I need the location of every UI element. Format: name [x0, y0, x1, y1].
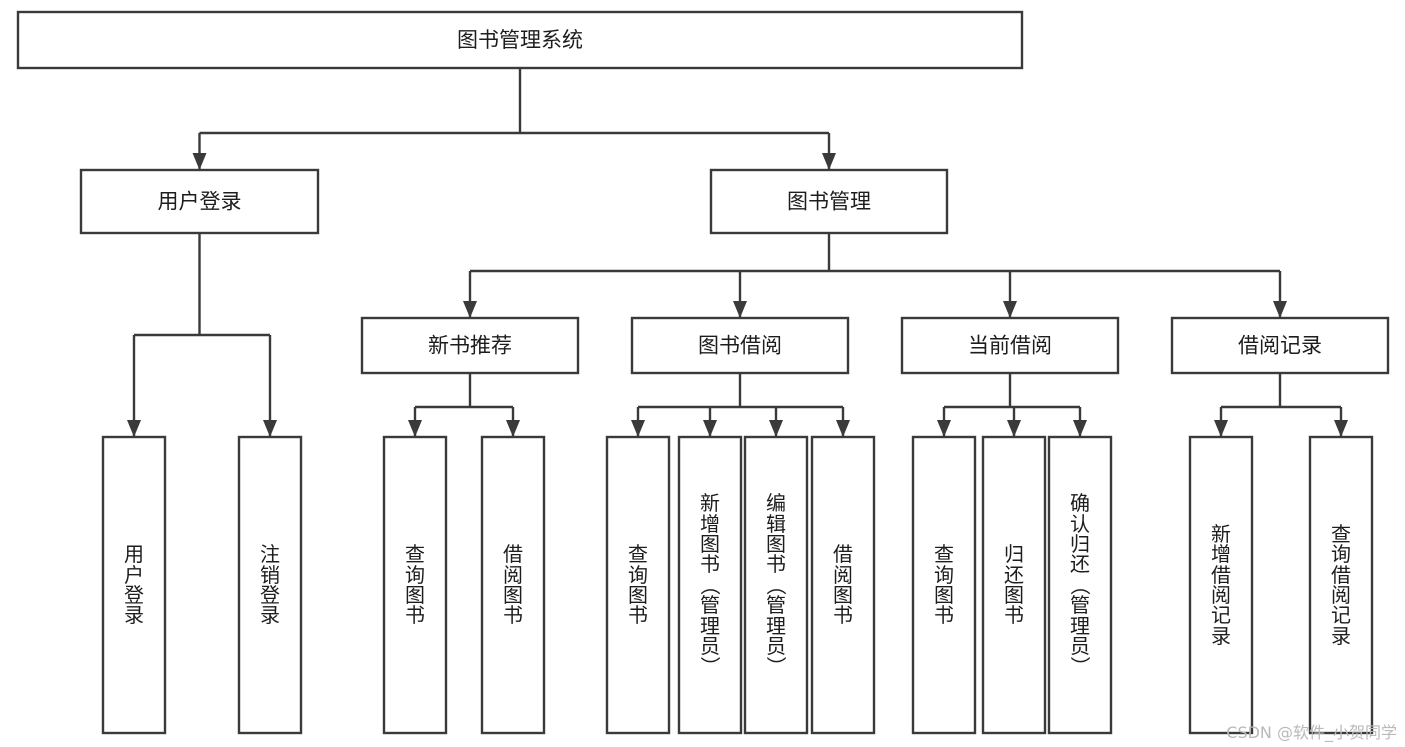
- arrow-head-icon: [1007, 420, 1021, 437]
- node-label: 用户登录: [158, 190, 242, 214]
- node-图书借阅[interactable]: 图书借阅: [630, 316, 850, 375]
- arrow-head-icon: [1214, 420, 1228, 437]
- node-借阅图书[interactable]: [480, 435, 546, 735]
- arrow-head-icon: [192, 153, 207, 170]
- arrow-head-icon: [1273, 301, 1287, 318]
- node-新增借阅记录[interactable]: [1188, 435, 1254, 735]
- node-新增图书管理员[interactable]: [677, 435, 743, 735]
- node-编辑图书管理员[interactable]: [743, 435, 809, 735]
- node-查询图书[interactable]: [911, 435, 977, 735]
- node-查询图书[interactable]: [605, 435, 671, 735]
- arrow-head-icon: [733, 301, 747, 318]
- arrow-head-icon: [822, 153, 836, 170]
- node-用户登录[interactable]: [101, 435, 167, 735]
- arrow-head-icon: [703, 420, 717, 437]
- node-label: 新书推荐: [428, 334, 512, 358]
- node-当前借阅[interactable]: 当前借阅: [900, 316, 1120, 375]
- arrow-head-icon: [1003, 301, 1017, 318]
- arrow-head-icon: [1073, 420, 1087, 437]
- arrow-head-icon: [506, 420, 520, 437]
- node-label: 图书管理: [787, 190, 871, 214]
- node-label: 借阅记录: [1238, 334, 1322, 358]
- node-label: 图书管理系统: [457, 28, 583, 52]
- node-注销登录[interactable]: [237, 435, 303, 735]
- node-label: 图书借阅: [698, 334, 782, 358]
- node-新书推荐[interactable]: 新书推荐: [360, 316, 580, 375]
- node-归还图书[interactable]: [981, 435, 1047, 735]
- arrow-head-icon: [769, 420, 783, 437]
- arrow-head-icon: [263, 420, 277, 437]
- arrow-head-icon: [937, 420, 951, 437]
- arrow-head-icon: [1334, 420, 1348, 437]
- node-借阅图书[interactable]: [810, 435, 876, 735]
- arrow-head-icon: [408, 420, 422, 437]
- edges-layer: [127, 68, 1348, 437]
- node-label: 当前借阅: [968, 334, 1052, 358]
- node-图书管理系统[interactable]: 图书管理系统: [16, 10, 1024, 70]
- node-借阅记录[interactable]: 借阅记录: [1170, 316, 1390, 375]
- node-查询图书[interactable]: [382, 435, 448, 735]
- node-用户登录[interactable]: 用户登录: [79, 168, 320, 235]
- node-查询借阅记录[interactable]: [1308, 435, 1374, 735]
- arrow-head-icon: [631, 420, 645, 437]
- arrow-head-icon: [127, 420, 141, 437]
- arrow-head-icon: [836, 420, 850, 437]
- arrow-head-icon: [463, 301, 477, 318]
- node-确认归还管理员[interactable]: [1047, 435, 1113, 735]
- watermark-text: CSDN @软件_小贺同学: [1226, 723, 1397, 742]
- node-图书管理[interactable]: 图书管理: [709, 168, 949, 235]
